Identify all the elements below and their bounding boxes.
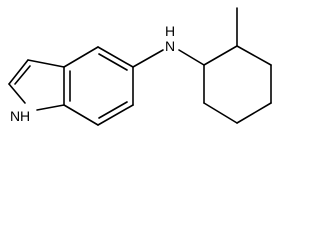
atom-label-h-amine: H — [165, 23, 175, 39]
bond-nh-c1-cyclohexyl — [178, 49, 205, 66]
bond-c6-c7 — [97, 104, 134, 126]
bond-c3-c3a — [27, 59, 65, 68]
bond-c7a-n1 — [36, 104, 65, 111]
pyrrole-ring-bonds — [8, 59, 65, 111]
amine-linker-bonds — [132, 49, 205, 68]
atom-label-n-amine: N — [165, 38, 175, 54]
bond-c4-c5-cyclohexyl — [236, 102, 272, 124]
bond-c2-c3-double — [14, 65, 31, 85]
bond-c5-c6-cyclohexyl — [203, 102, 238, 124]
bond-c3a-c4 — [63, 46, 99, 68]
bond-c7-c7a — [63, 104, 99, 126]
bond-c6-c7-double — [98, 101, 128, 119]
benzene-ring-bonds — [63, 46, 134, 126]
chemical-structure-diagram: N H H N — [8, 7, 272, 126]
bond-c1-c2-cyclohexyl — [203, 45, 238, 66]
bond-c4-c5 — [97, 46, 134, 68]
cyclohexane-ring-bonds — [203, 7, 272, 124]
bond-c2-c3-cyclohexyl — [236, 45, 272, 66]
bond-n1-c2 — [8, 83, 26, 104]
bond-c4-c5-double — [98, 53, 128, 71]
bond-c5-nh — [132, 49, 164, 68]
bond-c2-c3 — [8, 59, 29, 85]
atom-label-n-indole: N — [10, 108, 20, 124]
atom-label-h-indole: H — [20, 108, 30, 124]
